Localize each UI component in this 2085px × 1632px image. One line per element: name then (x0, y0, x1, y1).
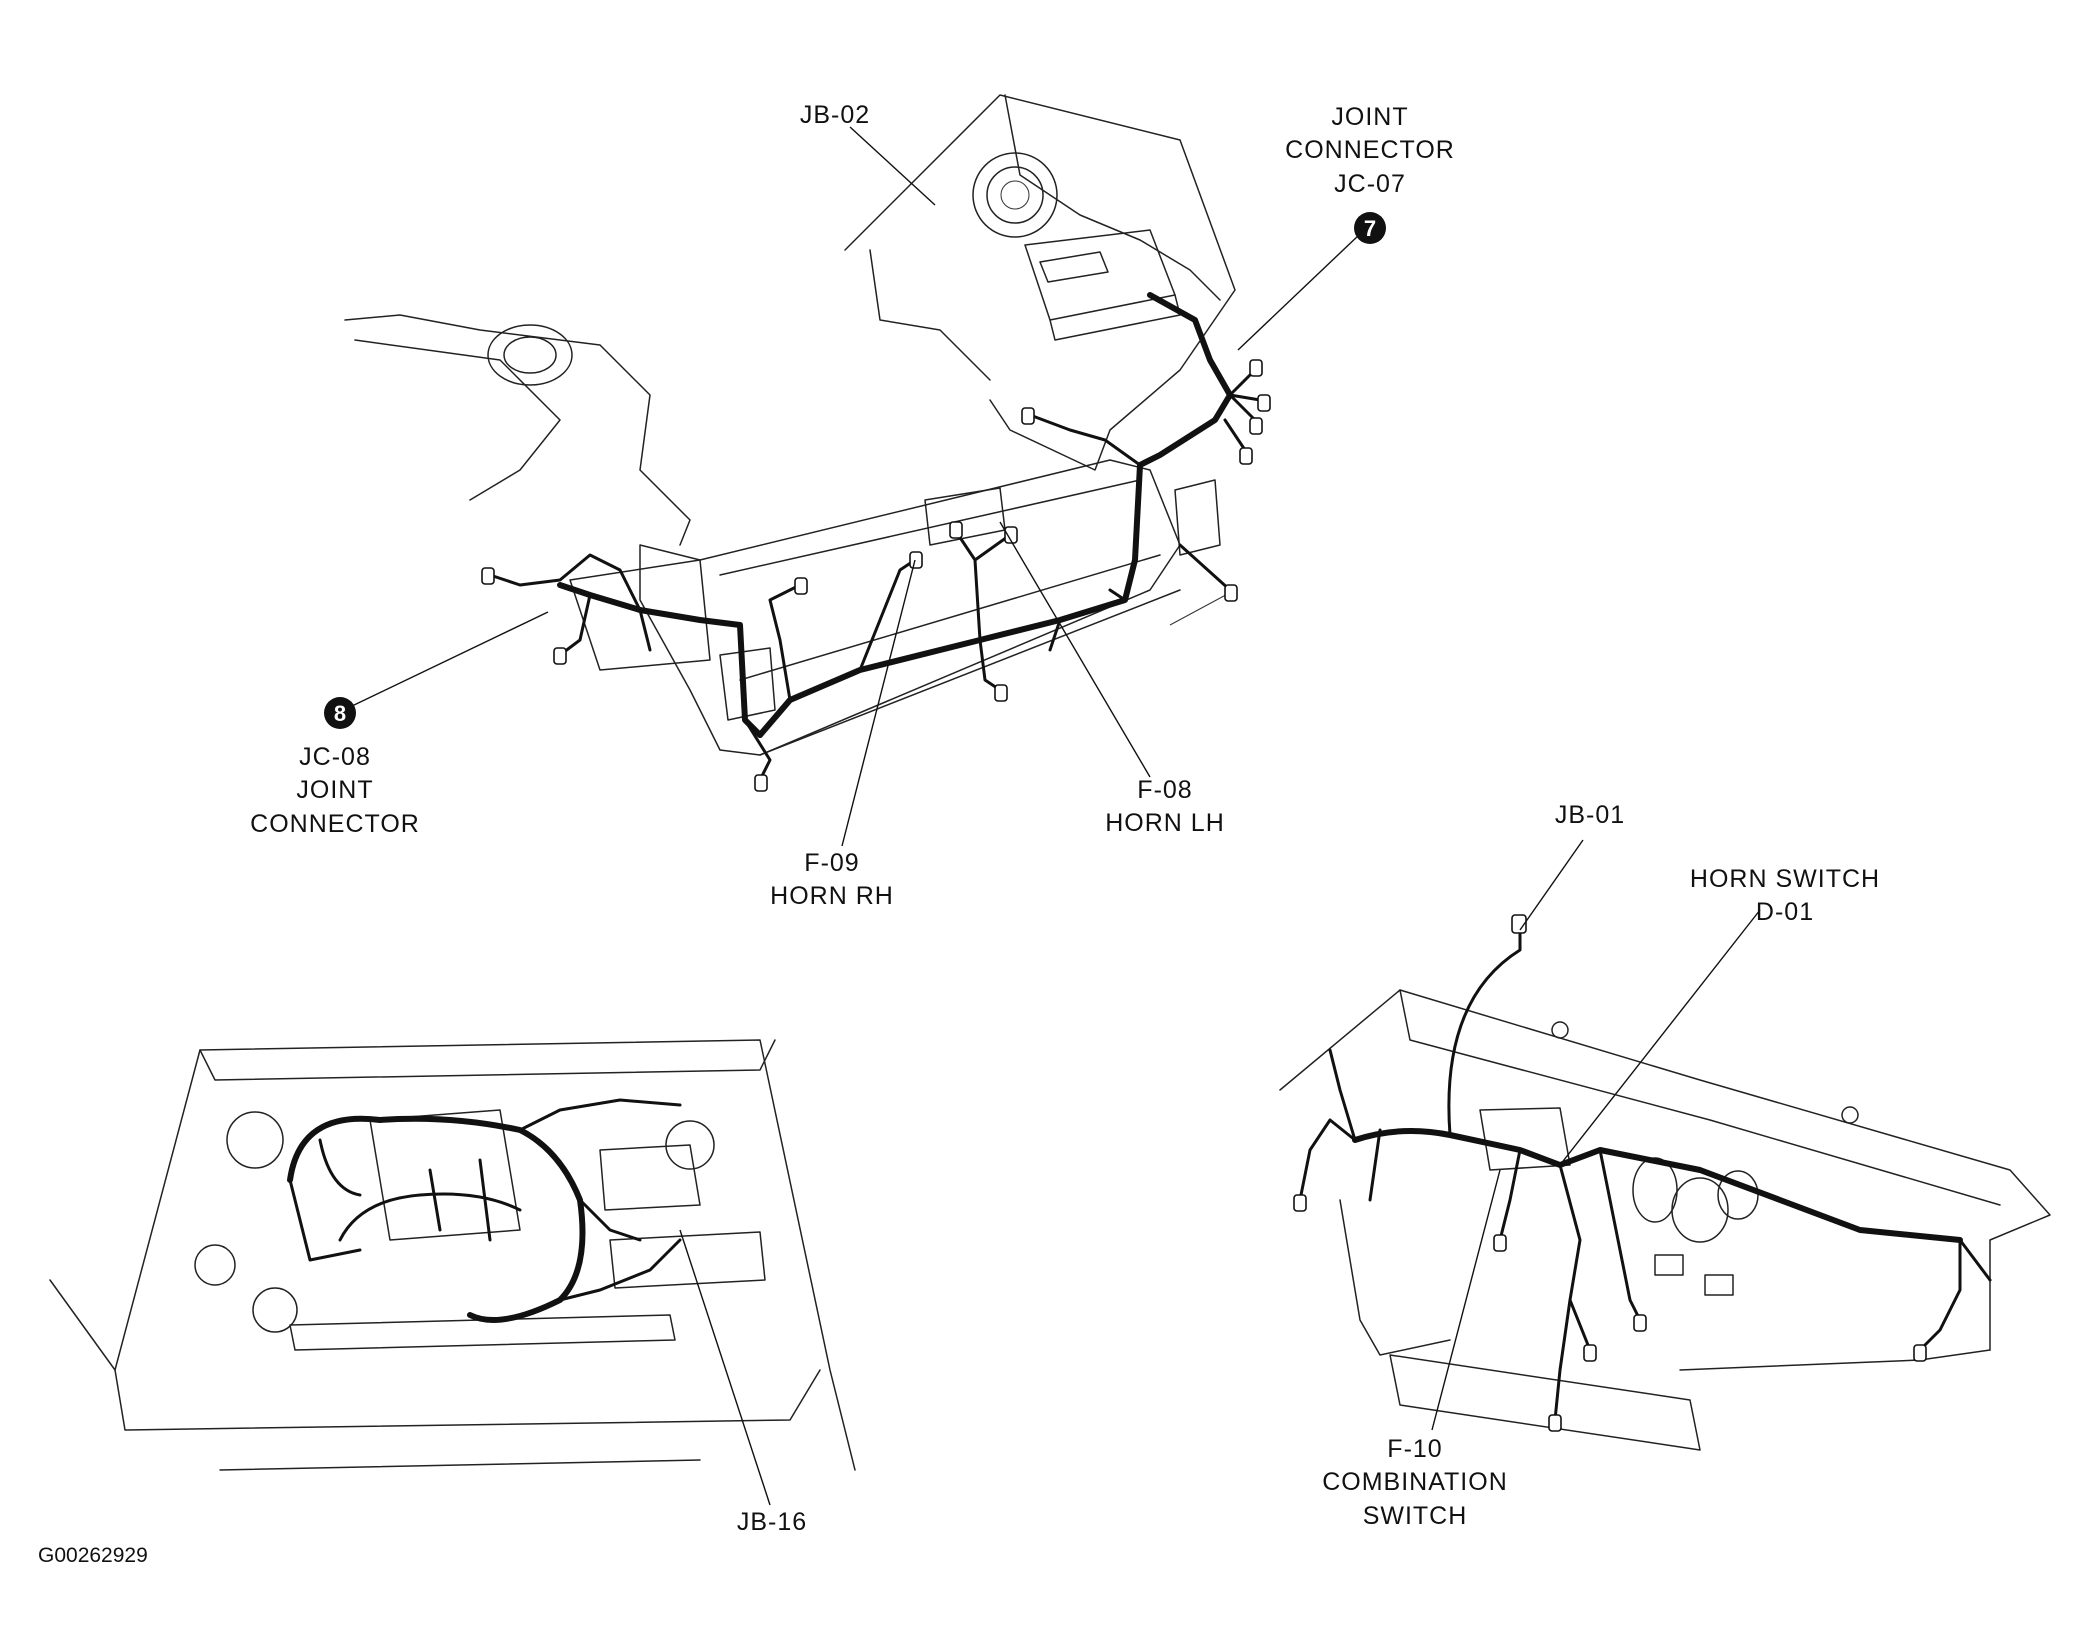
label-horn-lh: F-08 HORN LH (1105, 776, 1225, 837)
label-jb-01: JB-01 (1555, 801, 1625, 829)
front-end-harness-view (344, 94, 1271, 792)
svg-text:JC-07: JC-07 (1334, 170, 1406, 198)
svg-text:F-10: F-10 (1387, 1435, 1442, 1463)
label-joint-connector-jc-08: JC-08 JOINT CONNECTOR (250, 743, 420, 838)
svg-text:7: 7 (1364, 216, 1376, 241)
svg-text:HORN SWITCH: HORN SWITCH (1690, 865, 1880, 893)
svg-text:HORN LH: HORN LH (1105, 809, 1225, 837)
label-horn-rh: F-09 HORN RH (770, 849, 894, 910)
label-jb-16: JB-16 (737, 1508, 807, 1536)
svg-text:CONNECTOR: CONNECTOR (250, 810, 420, 838)
svg-text:HORN RH: HORN RH (770, 882, 894, 910)
svg-text:F-08: F-08 (1137, 776, 1192, 804)
callout-leaders (351, 126, 1761, 1506)
label-jb-02: JB-02 (800, 101, 870, 129)
badge-7: 7 (1354, 212, 1386, 244)
svg-text:SWITCH: SWITCH (1363, 1502, 1468, 1530)
svg-text:8: 8 (334, 701, 346, 726)
svg-text:CONNECTOR: CONNECTOR (1285, 136, 1455, 164)
svg-text:JOINT: JOINT (296, 776, 373, 804)
badge-8: 8 (324, 697, 356, 729)
svg-text:D-01: D-01 (1756, 898, 1814, 926)
label-horn-switch: HORN SWITCH D-01 (1690, 865, 1880, 926)
label-combination-switch: F-10 COMBINATION SWITCH (1322, 1435, 1508, 1530)
svg-text:JOINT: JOINT (1331, 103, 1408, 131)
svg-text:COMBINATION: COMBINATION (1322, 1468, 1508, 1496)
svg-text:JC-08: JC-08 (299, 743, 371, 771)
engine-compartment-view (49, 1039, 856, 1471)
label-joint-connector-jc-07: JOINT CONNECTOR JC-07 (1285, 103, 1455, 198)
figure-code: G00262929 (38, 1544, 148, 1567)
instrument-panel-view (1279, 914, 2051, 1451)
svg-text:F-09: F-09 (804, 849, 859, 877)
callout-labels: JB-02 JOINT CONNECTOR JC-07 7 8 JC-08 JO… (38, 101, 1880, 1567)
